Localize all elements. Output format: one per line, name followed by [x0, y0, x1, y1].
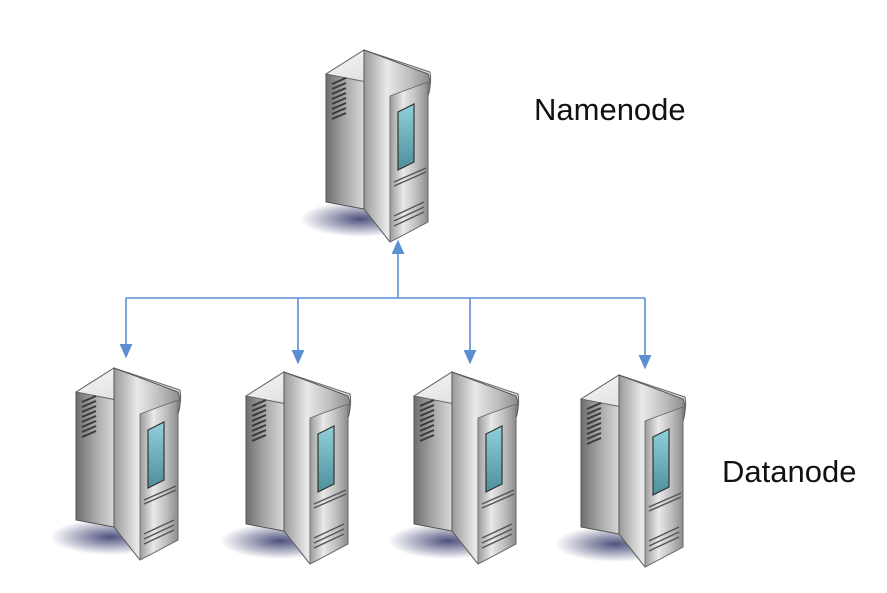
datanode-server-icon [219, 371, 352, 565]
datanode-server-icon [554, 374, 687, 568]
connector-lines [119, 239, 652, 370]
datanode-label: Datanode [722, 454, 857, 489]
datanode-server-icon [49, 367, 182, 561]
namenode-server-icon [299, 49, 432, 243]
namenode-label: Namenode [534, 92, 686, 127]
datanode-server-icon [387, 371, 520, 565]
